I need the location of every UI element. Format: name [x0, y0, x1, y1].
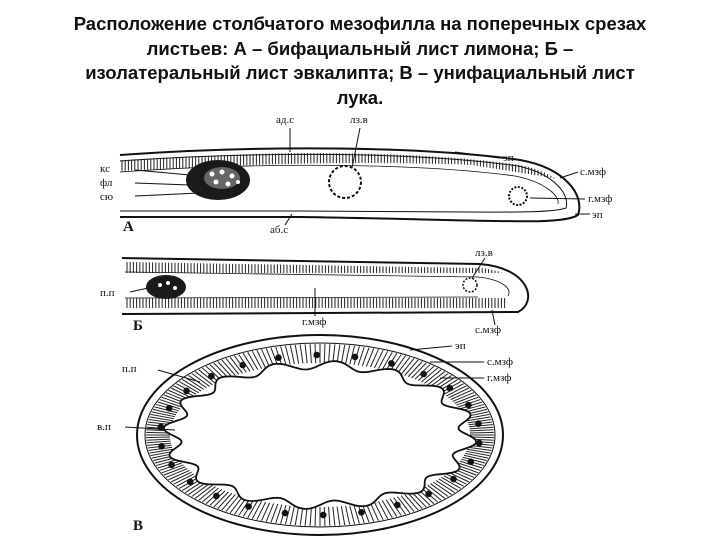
label-p-p-v: п.п [122, 363, 137, 375]
secretory-cavity-b [462, 277, 478, 293]
spongy-mesophyll-boundary [162, 360, 478, 510]
leaf-a-outline [119, 147, 581, 223]
diagram-v: эп п.п с.мзф г.мзф в.п В [97, 334, 513, 536]
leaf-v-outer [136, 334, 504, 536]
title-line-3: изолатеральный лист эвкалипта; В – унифа… [85, 62, 635, 83]
palisade-mesophyll-b [126, 262, 506, 308]
title-line-4: лука. [336, 86, 384, 108]
label-ks: кс [100, 163, 110, 175]
label-s-mzf-v: с.мзф [487, 356, 513, 368]
label-ep-v: эп [455, 340, 466, 352]
title-line-2: листьев: А – бифациальный лист лимона; Б… [146, 37, 574, 59]
label-fl: фл [100, 177, 113, 189]
vascular-bundle-b [146, 275, 186, 299]
label-lz-v-a: лз.в [350, 114, 368, 126]
diagram-a: ад.с лз.в кс фл сю аб.с эп с.мзф г.мзф э… [100, 114, 612, 236]
figure-title: Расположение столбчатого мезофилла на по… [40, 12, 680, 110]
label-ep-top-a: эп [503, 152, 514, 164]
label-ad-s: ад.с [276, 114, 294, 126]
label-s-mzf-b: с.мзф [475, 324, 501, 336]
label-ep-bottom-a: эп [592, 209, 603, 221]
diagram-b: лз.в п.п г.мзф с.мзф Б [100, 247, 530, 336]
label-s-mzf-a: с.мзф [580, 166, 606, 178]
leaf-b-outline [121, 257, 530, 315]
label-p-p-b: п.п [100, 287, 115, 299]
vascular-bundle-small [508, 186, 528, 206]
vascular-bundles-v [157, 351, 483, 519]
letter-b: Б [133, 318, 143, 334]
label-ab-s: аб.с [270, 224, 288, 236]
label-syu: сю [100, 191, 113, 203]
label-g-mzf-a: г.мзф [588, 193, 612, 205]
label-v-p: в.п [97, 421, 111, 433]
secretory-cavity-a [328, 165, 362, 199]
title-line-1: Расположение столбчатого мезофилла на по… [73, 13, 647, 34]
letter-a: А [123, 219, 134, 235]
label-g-mzf-v: г.мзф [487, 372, 511, 384]
label-g-mzf-b: г.мзф [302, 316, 326, 328]
letter-v: В [133, 518, 143, 534]
label-lz-v-b: лз.в [475, 247, 493, 259]
